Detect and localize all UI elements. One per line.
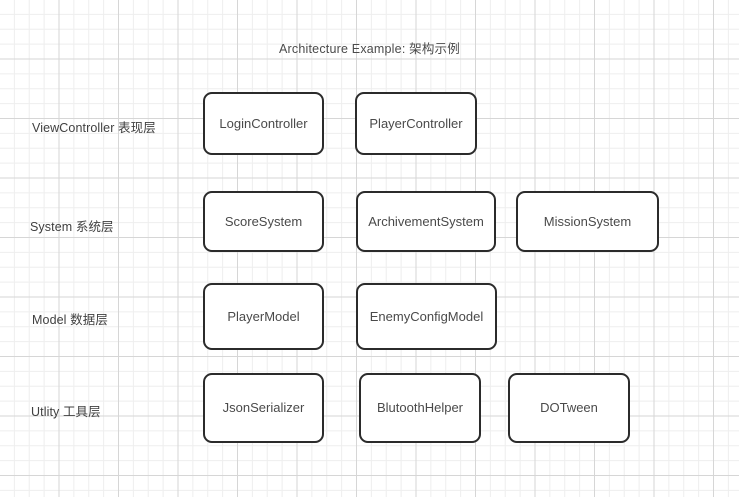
row-label-system: System 系统层 bbox=[30, 220, 114, 234]
node-archivementsystem[interactable]: ArchivementSystem bbox=[356, 191, 496, 252]
node-playermodel[interactable]: PlayerModel bbox=[203, 283, 324, 350]
node-scoresystem[interactable]: ScoreSystem bbox=[203, 191, 324, 252]
node-dotween[interactable]: DOTween bbox=[508, 373, 630, 443]
node-missionsystem[interactable]: MissionSystem bbox=[516, 191, 659, 252]
node-playercontroller[interactable]: PlayerController bbox=[355, 92, 477, 155]
row-label-viewcontroller: ViewController 表现层 bbox=[32, 121, 156, 135]
node-enemyconfigmodel[interactable]: EnemyConfigModel bbox=[356, 283, 497, 350]
row-label-model: Model 数据层 bbox=[32, 313, 108, 327]
node-logincontroller[interactable]: LoginController bbox=[203, 92, 324, 155]
page-title: Architecture Example: 架构示例 bbox=[279, 42, 460, 56]
row-label-utlity: Utlity 工具层 bbox=[31, 405, 101, 419]
node-bluetoothhelper[interactable]: BlutoothHelper bbox=[359, 373, 481, 443]
node-jsonserializer[interactable]: JsonSerializer bbox=[203, 373, 324, 443]
